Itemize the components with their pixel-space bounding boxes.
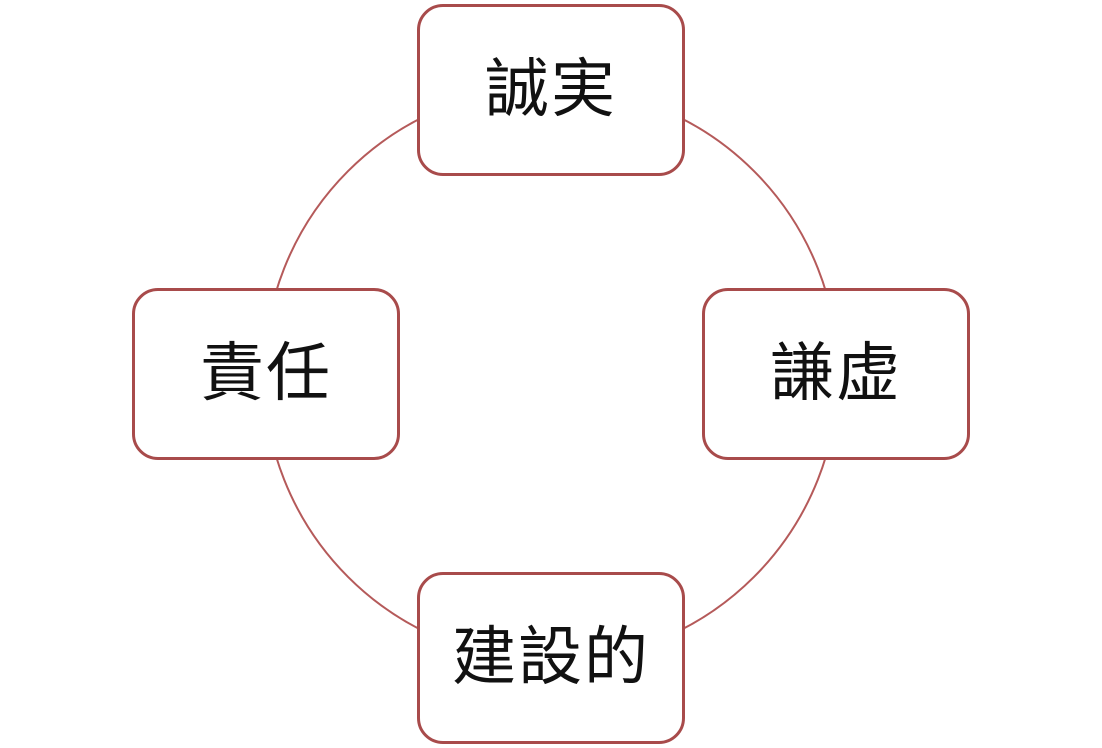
- node-responsibility: 責任: [132, 288, 400, 460]
- node-responsibility-label: 責任: [200, 337, 332, 411]
- node-humility: 謙虚: [702, 288, 970, 460]
- node-humility-label: 謙虚: [770, 337, 902, 411]
- node-constructive-label: 建設的: [452, 621, 650, 695]
- node-honesty: 誠実: [417, 4, 685, 176]
- node-constructive: 建設的: [417, 572, 685, 744]
- node-honesty-label: 誠実: [485, 53, 617, 127]
